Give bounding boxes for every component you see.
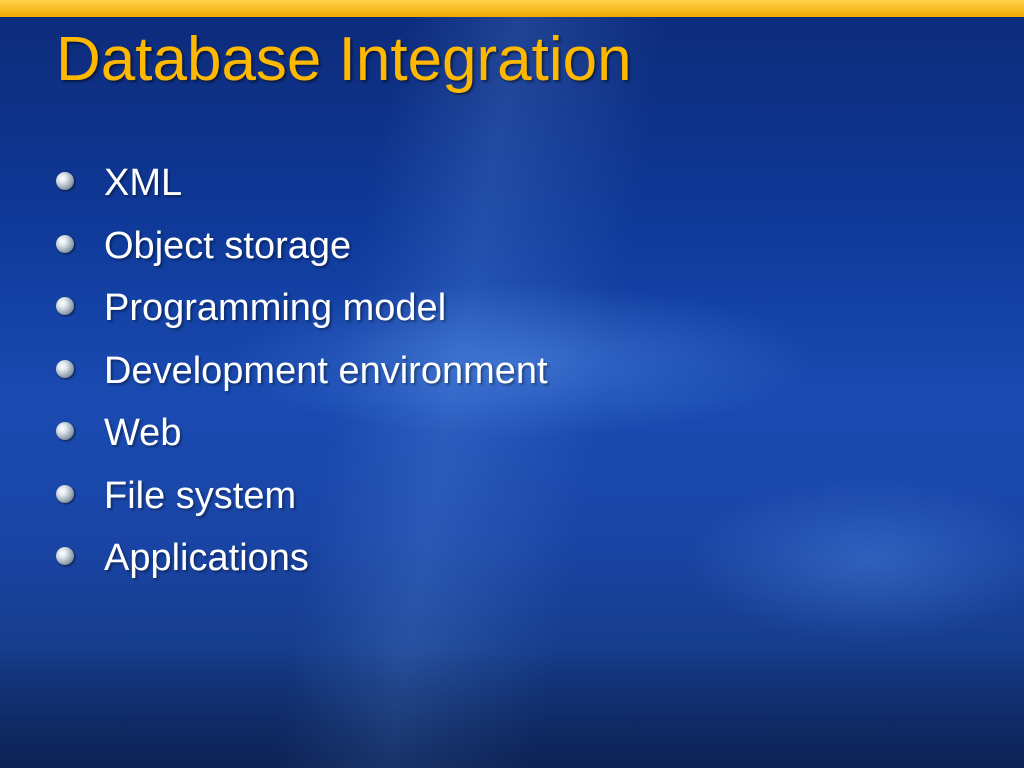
sphere-bullet-icon (56, 484, 74, 503)
list-item: XML (56, 158, 548, 221)
top-accent-bar (0, 0, 1024, 17)
bottom-shade (0, 648, 1024, 768)
sphere-bullet-icon (56, 234, 74, 253)
sphere-bullet-icon (56, 172, 74, 190)
list-item: Applications (56, 533, 548, 596)
bullet-label: Programming model (104, 287, 447, 329)
sphere-bullet-icon (56, 297, 74, 315)
bullet-label: XML (104, 162, 183, 204)
bullet-label: File system (104, 474, 297, 517)
bullet-label: Applications (104, 537, 309, 579)
slide-title: Database Integration (56, 25, 632, 94)
sphere-bullet-icon (56, 359, 74, 378)
bullet-label: Object storage (104, 224, 352, 267)
list-item: Web (56, 408, 548, 471)
list-item: Object storage (56, 221, 548, 284)
sphere-bullet-icon (56, 422, 74, 440)
sphere-bullet-icon (56, 547, 74, 565)
list-item: File system (56, 471, 548, 534)
bullet-list: XML Object storage Programming model Dev… (56, 158, 548, 596)
list-item: Development environment (56, 346, 548, 409)
bullet-label: Development environment (104, 349, 548, 392)
list-item: Programming model (56, 283, 548, 346)
bullet-label: Web (104, 412, 182, 454)
